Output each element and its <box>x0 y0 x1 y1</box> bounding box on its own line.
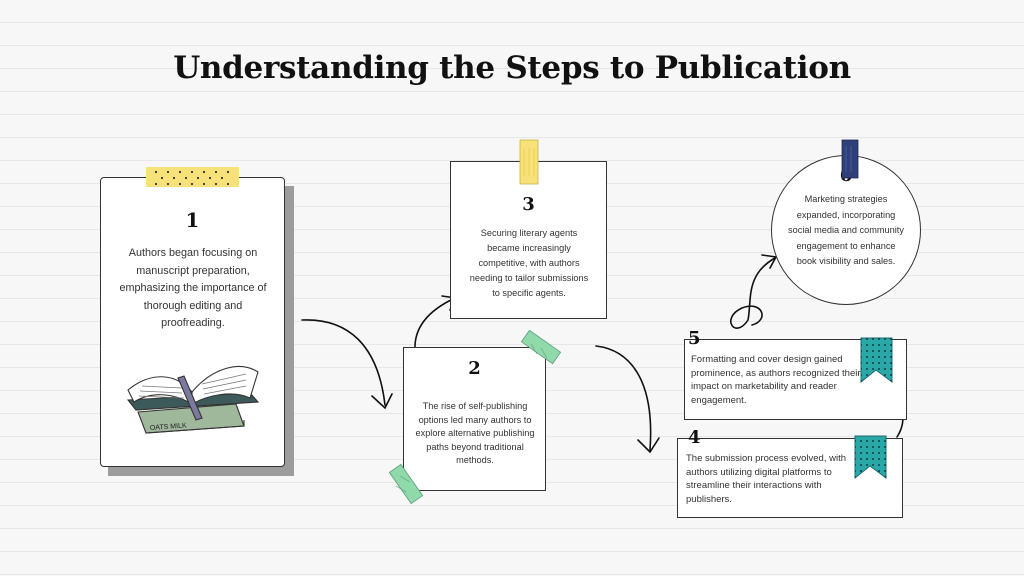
step-5-number: 5 <box>688 328 701 349</box>
step-4-text: The submission process evolved, with aut… <box>686 453 846 505</box>
step-5-text: Formatting and cover design gained promi… <box>691 354 861 406</box>
arrow-3-to-4 <box>595 345 652 451</box>
ribbon-5 <box>860 337 893 384</box>
step-3-card: 3 Securing literary agents became increa… <box>450 161 607 319</box>
step-5-card: 5 Formatting and cover design gained pro… <box>684 328 907 420</box>
step-6-text: Marketing strategies expanded, incorpora… <box>788 194 904 266</box>
ribbon-4 <box>854 435 887 480</box>
arrow-1-to-2 <box>301 319 386 406</box>
step-3-text: Securing literary agents became increasi… <box>469 228 589 298</box>
step-1-number: 1 <box>185 208 200 232</box>
step-4-number: 4 <box>688 427 701 448</box>
arrow-5-to-6 <box>730 257 776 329</box>
arrowhead-1-to-2 <box>371 393 393 410</box>
book-spine-label: OATS MILK <box>150 422 188 432</box>
step-2-text: The rise of self-publishing options led … <box>415 401 535 465</box>
arrowhead-3-to-4 <box>637 437 660 454</box>
arrow-2-to-3 <box>414 297 456 351</box>
page-title: Understanding the Steps to Publication <box>173 50 851 86</box>
step-2-card: 2 The rise of self-publishing options le… <box>403 347 546 491</box>
step-3-number: 3 <box>522 194 535 215</box>
step-1-text: Authors began focusing on manuscript pre… <box>119 247 267 329</box>
step-2-number: 2 <box>468 358 481 379</box>
